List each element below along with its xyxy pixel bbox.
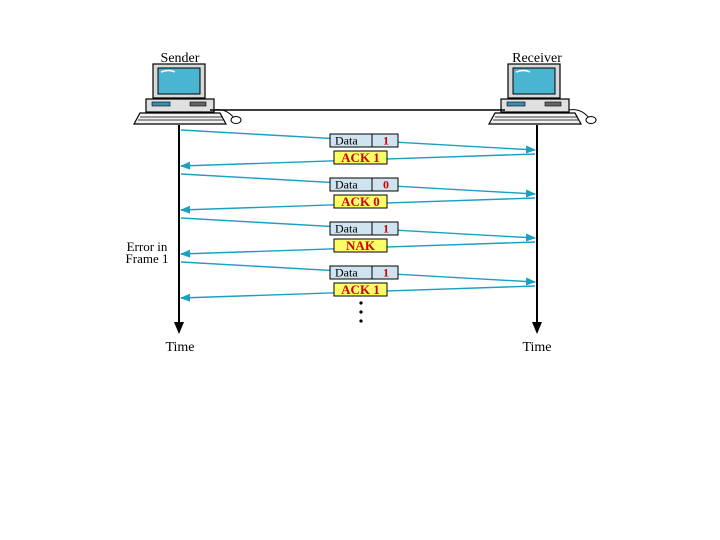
receiver-label: Receiver (512, 51, 562, 66)
data-frame-name: Data (335, 266, 358, 280)
response-frame-label: ACK 0 (341, 194, 380, 209)
receiver-time-label: Time (522, 340, 551, 355)
data-frame-box (329, 265, 399, 280)
response-frame-box (333, 238, 388, 253)
error-note-line1: Error in (127, 239, 168, 254)
data-frame-number: 1 (383, 134, 389, 148)
data-frame-name: Data (335, 222, 358, 236)
error-note-line2: Frame 1 (126, 251, 169, 266)
data-frame-number: 1 (383, 266, 389, 280)
response-frame-box (333, 282, 388, 297)
response-frame-label: ACK 1 (341, 282, 380, 297)
continuation-ellipsis-icon (359, 301, 363, 323)
response-frame-box (333, 150, 388, 165)
sender-label: Sender (161, 51, 200, 66)
response-frame-label: NAK (346, 238, 376, 253)
data-frame-name: Data (335, 178, 358, 192)
receiver-computer-icon (487, 63, 597, 125)
sender-computer-icon (132, 63, 242, 125)
data-frame-name: Data (335, 134, 358, 148)
data-frame-number: 0 (383, 178, 389, 192)
data-frame-box (329, 133, 399, 148)
data-frame-box (329, 177, 399, 192)
data-frame-number: 1 (383, 222, 389, 236)
response-frame-box (333, 194, 388, 209)
sender-time-label: Time (165, 340, 194, 355)
data-frame-box (329, 221, 399, 236)
response-frame-label: ACK 1 (341, 150, 380, 165)
